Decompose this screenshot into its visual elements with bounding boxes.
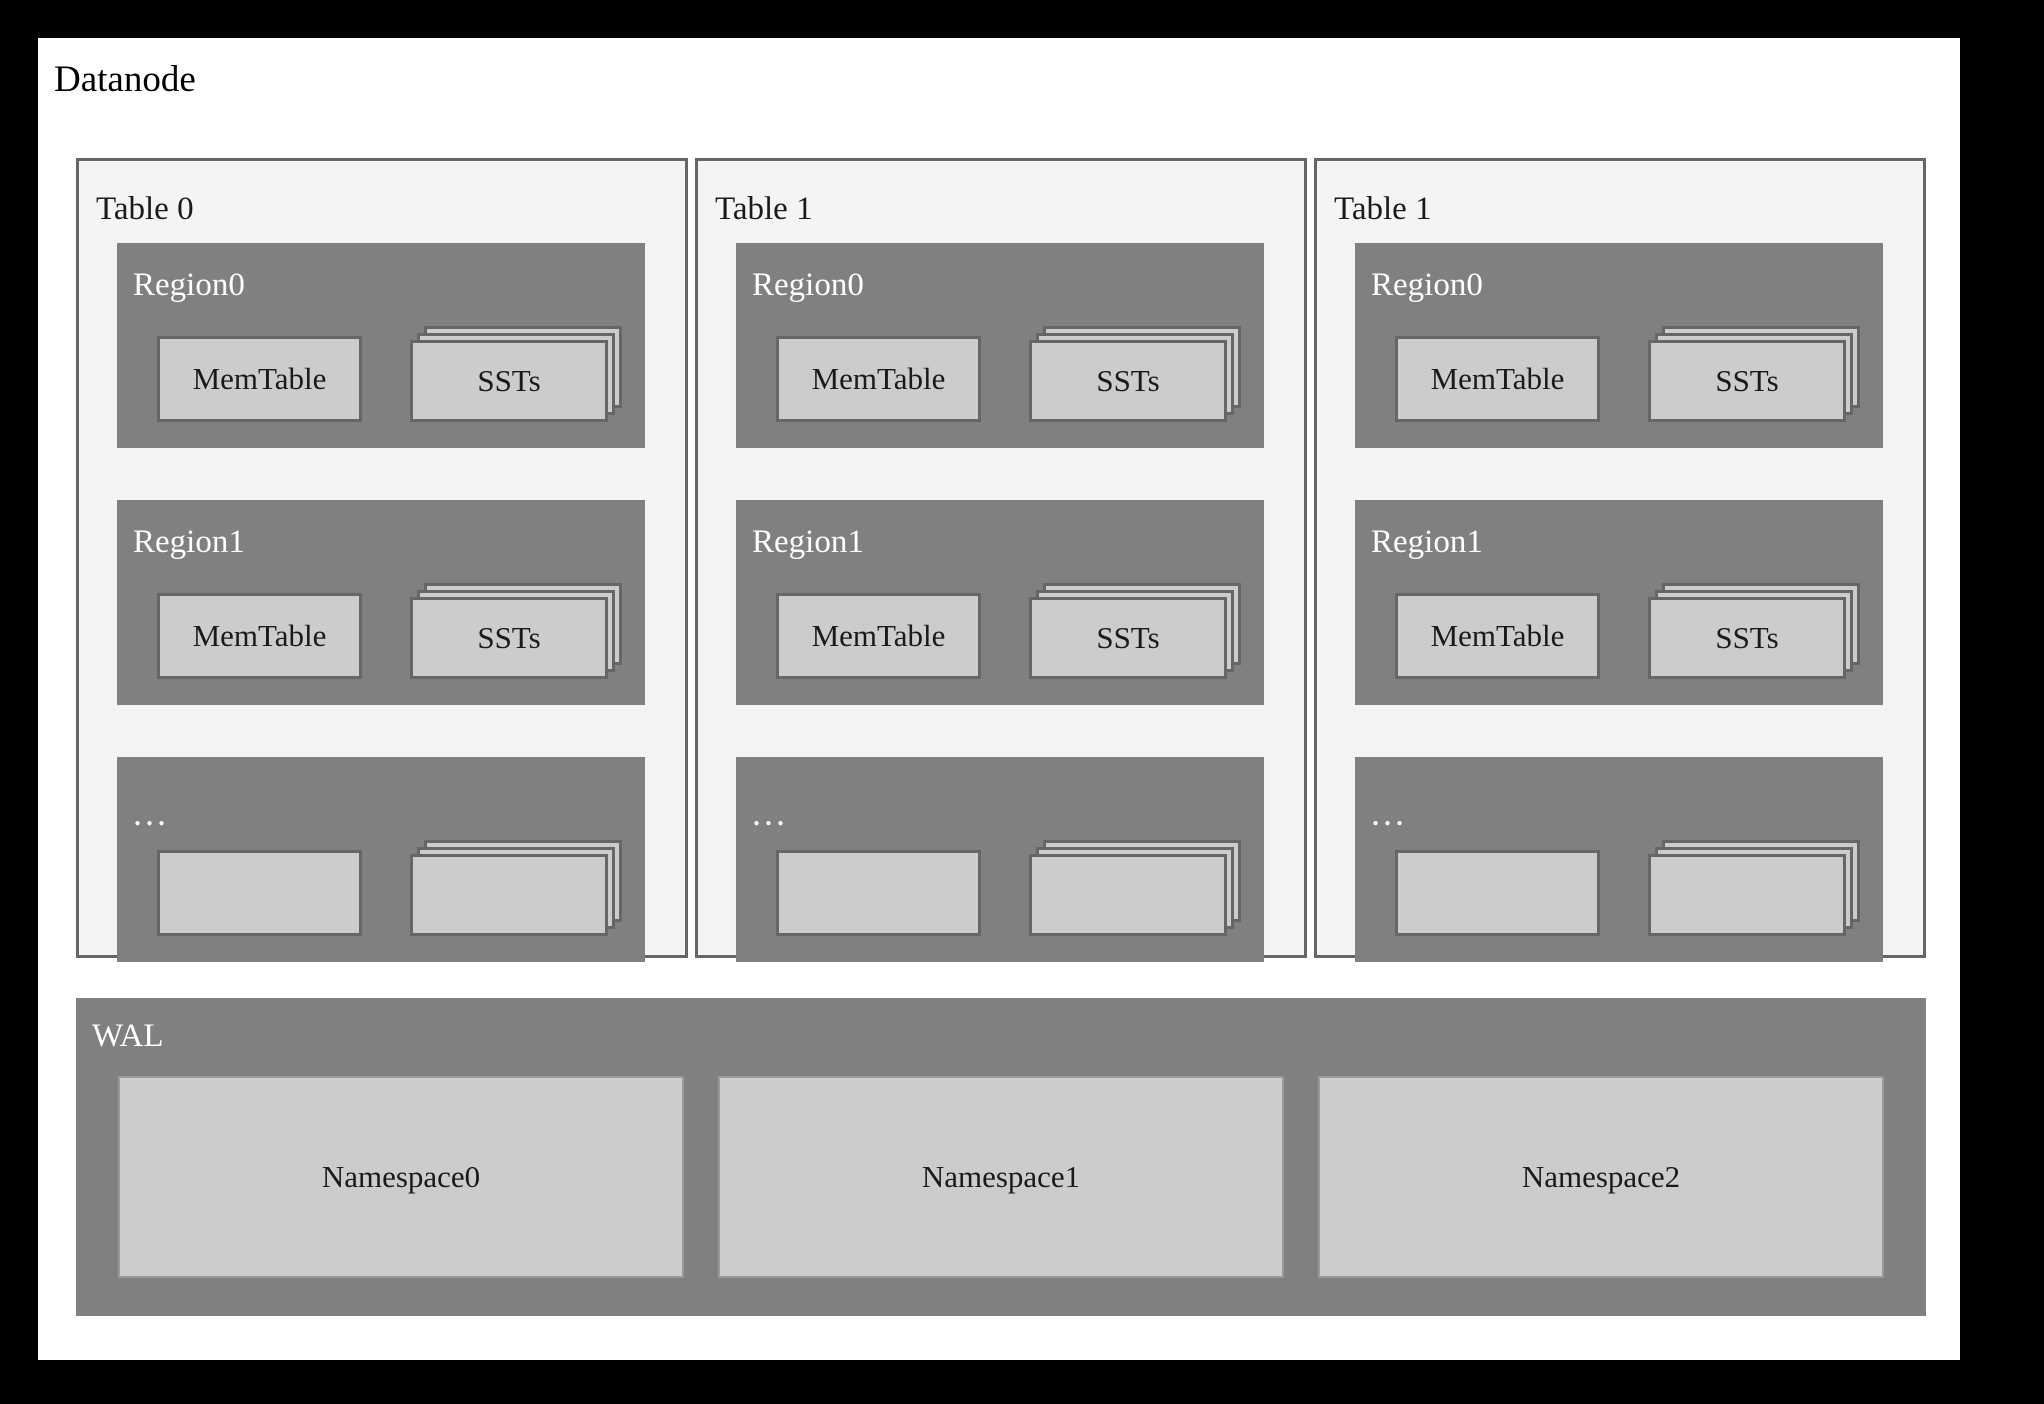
- table-panel-0[interactable]: Table 0 Region0 MemTable SSTs: [76, 158, 688, 962]
- table-label: Table 0: [96, 191, 194, 227]
- memtable-box[interactable]: [157, 850, 362, 936]
- region-box[interactable]: Region1 MemTable SSTs: [1355, 500, 1883, 705]
- sst-stack[interactable]: [1648, 840, 1860, 936]
- region-box-ellipsis[interactable]: ...: [117, 757, 645, 962]
- table-label: Table 1: [715, 191, 813, 227]
- memtable-box[interactable]: [1395, 850, 1600, 936]
- sst-card-front[interactable]: SSTs: [410, 340, 608, 422]
- region-body: MemTable SSTs: [157, 583, 623, 679]
- region-label: Region1: [752, 524, 864, 560]
- sst-stack[interactable]: SSTs: [1029, 326, 1241, 422]
- namespace-box-2[interactable]: Namespace2: [1318, 1076, 1884, 1278]
- sst-stack[interactable]: [410, 840, 622, 936]
- sst-stack[interactable]: SSTs: [1648, 326, 1860, 422]
- region-box-ellipsis[interactable]: ...: [1355, 757, 1883, 962]
- wal-namespaces-row: Namespace0 Namespace1 Namespace2: [118, 1076, 1884, 1278]
- region-label: Region0: [1371, 267, 1483, 303]
- regions-stack: Region0 MemTable SSTs Region1: [1355, 243, 1883, 962]
- regions-stack: Region0 MemTable SSTs Region1: [117, 243, 645, 962]
- sst-card-front[interactable]: SSTs: [1648, 340, 1846, 422]
- region-body: MemTable SSTs: [1395, 326, 1861, 422]
- region-body: MemTable SSTs: [776, 326, 1242, 422]
- wal-section[interactable]: WAL Namespace0 Namespace1 Namespace2: [76, 998, 1926, 1316]
- sst-card-front[interactable]: SSTs: [410, 597, 608, 679]
- region-body: MemTable SSTs: [1395, 583, 1861, 679]
- region-body: MemTable SSTs: [157, 326, 623, 422]
- region-box[interactable]: Region0 MemTable SSTs: [736, 243, 1264, 448]
- region-label: Region0: [752, 267, 864, 303]
- datanode-title: Datanode: [54, 59, 196, 100]
- region-body: [1395, 840, 1861, 936]
- region-body: [157, 840, 623, 936]
- sst-stack[interactable]: SSTs: [410, 326, 622, 422]
- memtable-box[interactable]: [776, 850, 981, 936]
- regions-stack: Region0 MemTable SSTs Region1: [736, 243, 1264, 962]
- region-box[interactable]: Region0 MemTable SSTs: [1355, 243, 1883, 448]
- wal-label: WAL: [92, 1018, 164, 1054]
- sst-stack[interactable]: SSTs: [1648, 583, 1860, 679]
- diagram-canvas: Datanode Table 0 Region0 MemTable SSTs: [38, 38, 1960, 1360]
- region-box[interactable]: Region1 MemTable SSTs: [736, 500, 1264, 705]
- sst-stack[interactable]: SSTs: [410, 583, 622, 679]
- memtable-box[interactable]: MemTable: [776, 336, 981, 422]
- namespace-box-1[interactable]: Namespace1: [718, 1076, 1284, 1278]
- region-label: Region1: [133, 524, 245, 560]
- region-body: MemTable SSTs: [776, 583, 1242, 679]
- region-label: Region1: [1371, 524, 1483, 560]
- sst-card-front[interactable]: [1029, 854, 1227, 936]
- ellipsis-label: ...: [752, 793, 788, 833]
- tables-row: Table 0 Region0 MemTable SSTs: [76, 158, 1926, 962]
- memtable-box[interactable]: MemTable: [1395, 593, 1600, 679]
- sst-stack[interactable]: SSTs: [1029, 583, 1241, 679]
- region-body: [776, 840, 1242, 936]
- sst-card-front[interactable]: SSTs: [1029, 340, 1227, 422]
- table-panel-2[interactable]: Table 1 Region0 MemTable SSTs: [1314, 158, 1926, 962]
- sst-card-front[interactable]: [1648, 854, 1846, 936]
- ellipsis-label: ...: [133, 793, 169, 833]
- region-box[interactable]: Region1 MemTable SSTs: [117, 500, 645, 705]
- table-panel-1[interactable]: Table 1 Region0 MemTable SSTs: [695, 158, 1307, 962]
- sst-card-front[interactable]: SSTs: [1029, 597, 1227, 679]
- region-label: Region0: [133, 267, 245, 303]
- table-label: Table 1: [1334, 191, 1432, 227]
- region-box[interactable]: Region0 MemTable SSTs: [117, 243, 645, 448]
- memtable-box[interactable]: MemTable: [157, 336, 362, 422]
- region-box-ellipsis[interactable]: ...: [736, 757, 1264, 962]
- memtable-box[interactable]: MemTable: [776, 593, 981, 679]
- namespace-box-0[interactable]: Namespace0: [118, 1076, 684, 1278]
- sst-card-front[interactable]: SSTs: [1648, 597, 1846, 679]
- memtable-box[interactable]: MemTable: [157, 593, 362, 679]
- sst-stack[interactable]: [1029, 840, 1241, 936]
- ellipsis-label: ...: [1371, 793, 1407, 833]
- memtable-box[interactable]: MemTable: [1395, 336, 1600, 422]
- sst-card-front[interactable]: [410, 854, 608, 936]
